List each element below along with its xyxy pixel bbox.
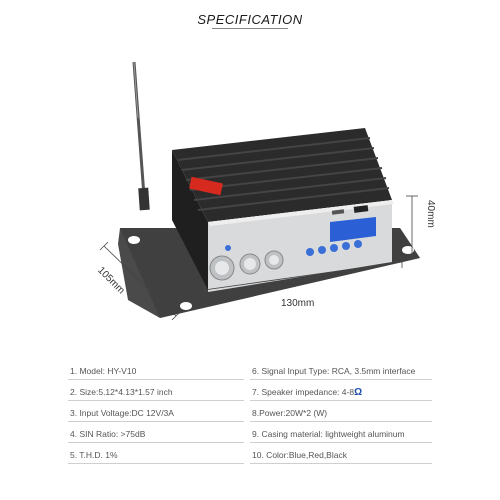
spec-row: 4. SIN Ratio: >75dB 9. Casing material: …	[0, 427, 500, 449]
width-dimension-label: 130mm	[281, 298, 315, 309]
heatsink-body	[172, 128, 392, 290]
spec-left: 4. SIN Ratio: >75dB	[70, 429, 146, 439]
spec-row: 1. Model: HY-V10 6. Signal Input Type: R…	[0, 364, 500, 386]
spec-left: 5. T.H.D. 1%	[70, 450, 118, 460]
spec-row: 3. Input Voltage:DC 12V/3A 8.Power:20W*2…	[0, 406, 500, 428]
amplifier-illustration	[99, 61, 420, 321]
spec-left: 3. Input Voltage:DC 12V/3A	[70, 408, 174, 418]
spec-right: 8.Power:20W*2 (W)	[252, 408, 328, 418]
spec-row: 5. T.H.D. 1% 10. Color:Blue,Red,Black	[0, 448, 500, 470]
page-title: SPECIFICATION	[197, 12, 303, 27]
dimension-lines	[99, 195, 418, 321]
led-display	[330, 217, 376, 242]
height-dimension-label: 40mm	[425, 200, 436, 228]
antenna-icon	[132, 61, 150, 211]
omega-icon: Ω	[354, 387, 363, 398]
spec-row: 2. Size:5.12*4.13*1.57 inch 7. Speaker i…	[0, 385, 500, 407]
spec-right: 7. Speaker impedance: 4-8Ω	[252, 387, 363, 398]
spec-left: 1. Model: HY-V10	[70, 366, 137, 376]
spec-right: 6. Signal Input Type: RCA, 3.5mm interfa…	[252, 366, 416, 376]
spec-left: 2. Size:5.12*4.13*1.57 inch	[70, 387, 173, 397]
front-panel	[208, 200, 394, 292]
title-underline	[212, 28, 288, 29]
spec-right: 9. Casing material: lightweight aluminum	[252, 429, 405, 439]
spec-right: 10. Color:Blue,Red,Black	[252, 450, 347, 460]
